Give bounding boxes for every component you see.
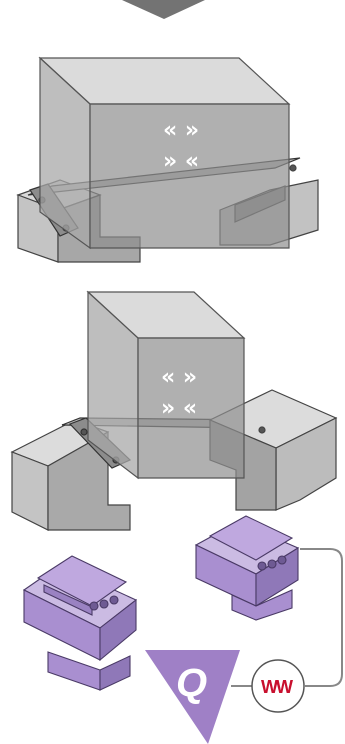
inward-arrows-row1: « » — [161, 365, 197, 390]
heat-label: Q — [176, 661, 207, 705]
down-arrow-icon — [122, 0, 205, 19]
outward-arrows-row2: » « — [163, 149, 199, 174]
middle-fixture: « » » « — [12, 292, 336, 530]
clamp-module-left — [24, 556, 136, 690]
connector-line — [300, 549, 342, 686]
inward-arrows-row1: « » — [163, 118, 199, 143]
top-fixture: « » » « — [18, 58, 318, 262]
heater-label: WW — [261, 677, 293, 697]
outward-arrows-row2: » « — [161, 396, 197, 421]
clamp-module-right — [196, 516, 298, 620]
